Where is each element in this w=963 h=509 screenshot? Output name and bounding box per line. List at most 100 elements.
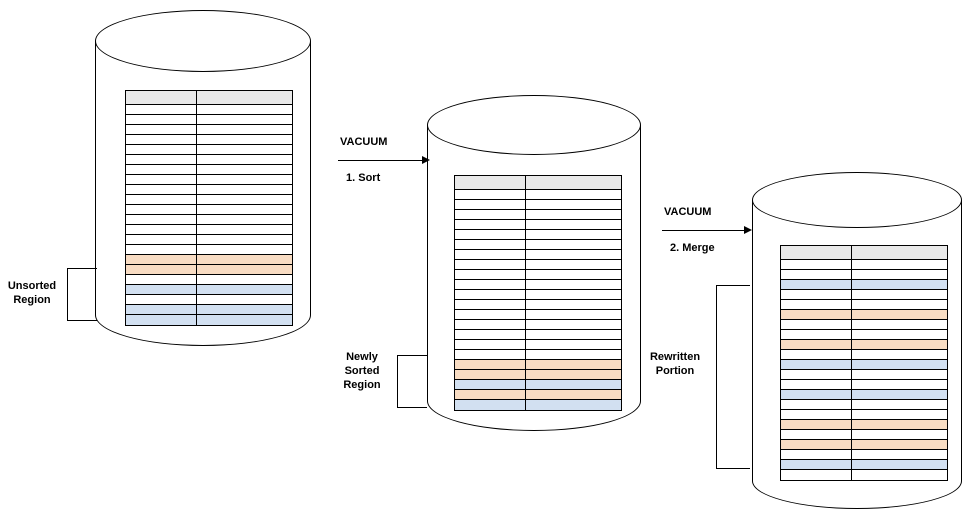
arrow-shaft xyxy=(338,160,424,161)
table-row-white xyxy=(781,370,947,380)
table-row-white xyxy=(126,165,292,175)
table-row-blue xyxy=(781,280,947,290)
label-line: Region xyxy=(13,294,51,306)
cylinder-top-ellipse xyxy=(95,10,311,72)
table-row-white xyxy=(455,340,621,350)
table-row-white xyxy=(455,220,621,230)
table-row-white xyxy=(126,185,292,195)
label-line: Rewritten xyxy=(649,351,701,363)
table-merged xyxy=(780,245,948,481)
table-row-white xyxy=(455,250,621,260)
table-row-orange xyxy=(455,390,621,400)
table-row-white xyxy=(455,240,621,250)
table-row-white xyxy=(781,430,947,440)
table-row-orange xyxy=(781,440,947,450)
table-row-gray xyxy=(455,176,621,190)
table-row-orange xyxy=(781,310,947,320)
table-row-blue xyxy=(781,460,947,470)
rewritten-portion-label: Rewritten Portion xyxy=(637,350,713,378)
table-row-white xyxy=(126,125,292,135)
table-row-white xyxy=(455,270,621,280)
table-row-blue xyxy=(126,285,292,295)
rewritten-portion-bracket xyxy=(716,285,750,469)
table-row-white xyxy=(126,145,292,155)
unsorted-region-bracket xyxy=(67,268,97,321)
table-row-white xyxy=(781,290,947,300)
table-row-white xyxy=(781,450,947,460)
cylinder-top-ellipse xyxy=(752,172,962,228)
unsorted-region-label: Unsorted Region xyxy=(0,279,64,307)
table-row-blue xyxy=(455,380,621,390)
arrow-shaft xyxy=(662,230,746,231)
table-row-white xyxy=(126,225,292,235)
table-row-white xyxy=(455,210,621,220)
label-line: Sorted xyxy=(344,365,380,377)
table-row-white xyxy=(781,320,947,330)
table-row-white xyxy=(455,330,621,340)
cylinder-top-ellipse xyxy=(427,95,641,155)
label-line: Portion xyxy=(655,365,695,377)
table-row-white xyxy=(455,300,621,310)
table-sorted xyxy=(454,175,622,411)
table-row-white xyxy=(781,260,947,270)
table-row-white xyxy=(781,300,947,310)
label-line: Newly xyxy=(346,351,378,363)
table-row-orange xyxy=(455,360,621,370)
table-row-white xyxy=(126,235,292,245)
table-row-white xyxy=(781,470,947,480)
table-row-white xyxy=(781,410,947,420)
table-row-white xyxy=(126,205,292,215)
table-row-white xyxy=(126,195,292,205)
table-row-white xyxy=(781,330,947,340)
table-row-blue xyxy=(126,305,292,315)
table-row-gray xyxy=(126,91,292,105)
table-row-white xyxy=(781,270,947,280)
table-row-white xyxy=(126,295,292,305)
arrow-head xyxy=(422,156,430,164)
table-row-white xyxy=(455,320,621,330)
cylinder-initial xyxy=(95,10,311,346)
table-row-white xyxy=(781,400,947,410)
table-row-orange xyxy=(781,340,947,350)
table-row-white xyxy=(455,200,621,210)
table-row-blue xyxy=(781,390,947,400)
merge-step-label: 2. Merge xyxy=(670,242,715,254)
table-row-white xyxy=(126,115,292,125)
cylinder-sorted xyxy=(427,95,641,431)
table-row-white xyxy=(126,275,292,285)
table-row-white xyxy=(455,230,621,240)
vacuum-label: VACUUM xyxy=(664,206,712,218)
table-row-white xyxy=(126,105,292,115)
vacuum-label: VACUUM xyxy=(340,136,388,148)
table-row-white xyxy=(455,290,621,300)
table-row-orange xyxy=(126,265,292,275)
table-row-white xyxy=(126,155,292,165)
right-arrow-icon xyxy=(662,226,752,235)
vacuum-merge-arrow: VACUUM 2. Merge xyxy=(662,206,752,255)
table-row-white xyxy=(126,135,292,145)
table-row-white xyxy=(126,175,292,185)
table-row-white xyxy=(126,245,292,255)
table-row-orange xyxy=(781,420,947,430)
table-initial xyxy=(125,90,293,326)
label-line: Region xyxy=(343,379,381,391)
table-row-blue xyxy=(781,360,947,370)
table-row-white xyxy=(455,280,621,290)
table-row-white xyxy=(455,260,621,270)
table-row-white xyxy=(126,215,292,225)
table-row-white xyxy=(455,190,621,200)
cylinder-merged xyxy=(752,172,962,509)
table-row-white xyxy=(781,350,947,360)
table-row-white xyxy=(455,310,621,320)
table-row-white xyxy=(781,380,947,390)
table-row-white xyxy=(455,350,621,360)
table-row-orange xyxy=(455,370,621,380)
table-row-gray xyxy=(781,246,947,260)
sort-step-label: 1. Sort xyxy=(346,172,381,184)
table-row-blue xyxy=(455,400,621,410)
newly-sorted-region-label: Newly Sorted Region xyxy=(331,350,393,392)
arrow-head xyxy=(744,226,752,234)
label-line: Unsorted xyxy=(7,280,57,292)
table-row-orange xyxy=(126,255,292,265)
